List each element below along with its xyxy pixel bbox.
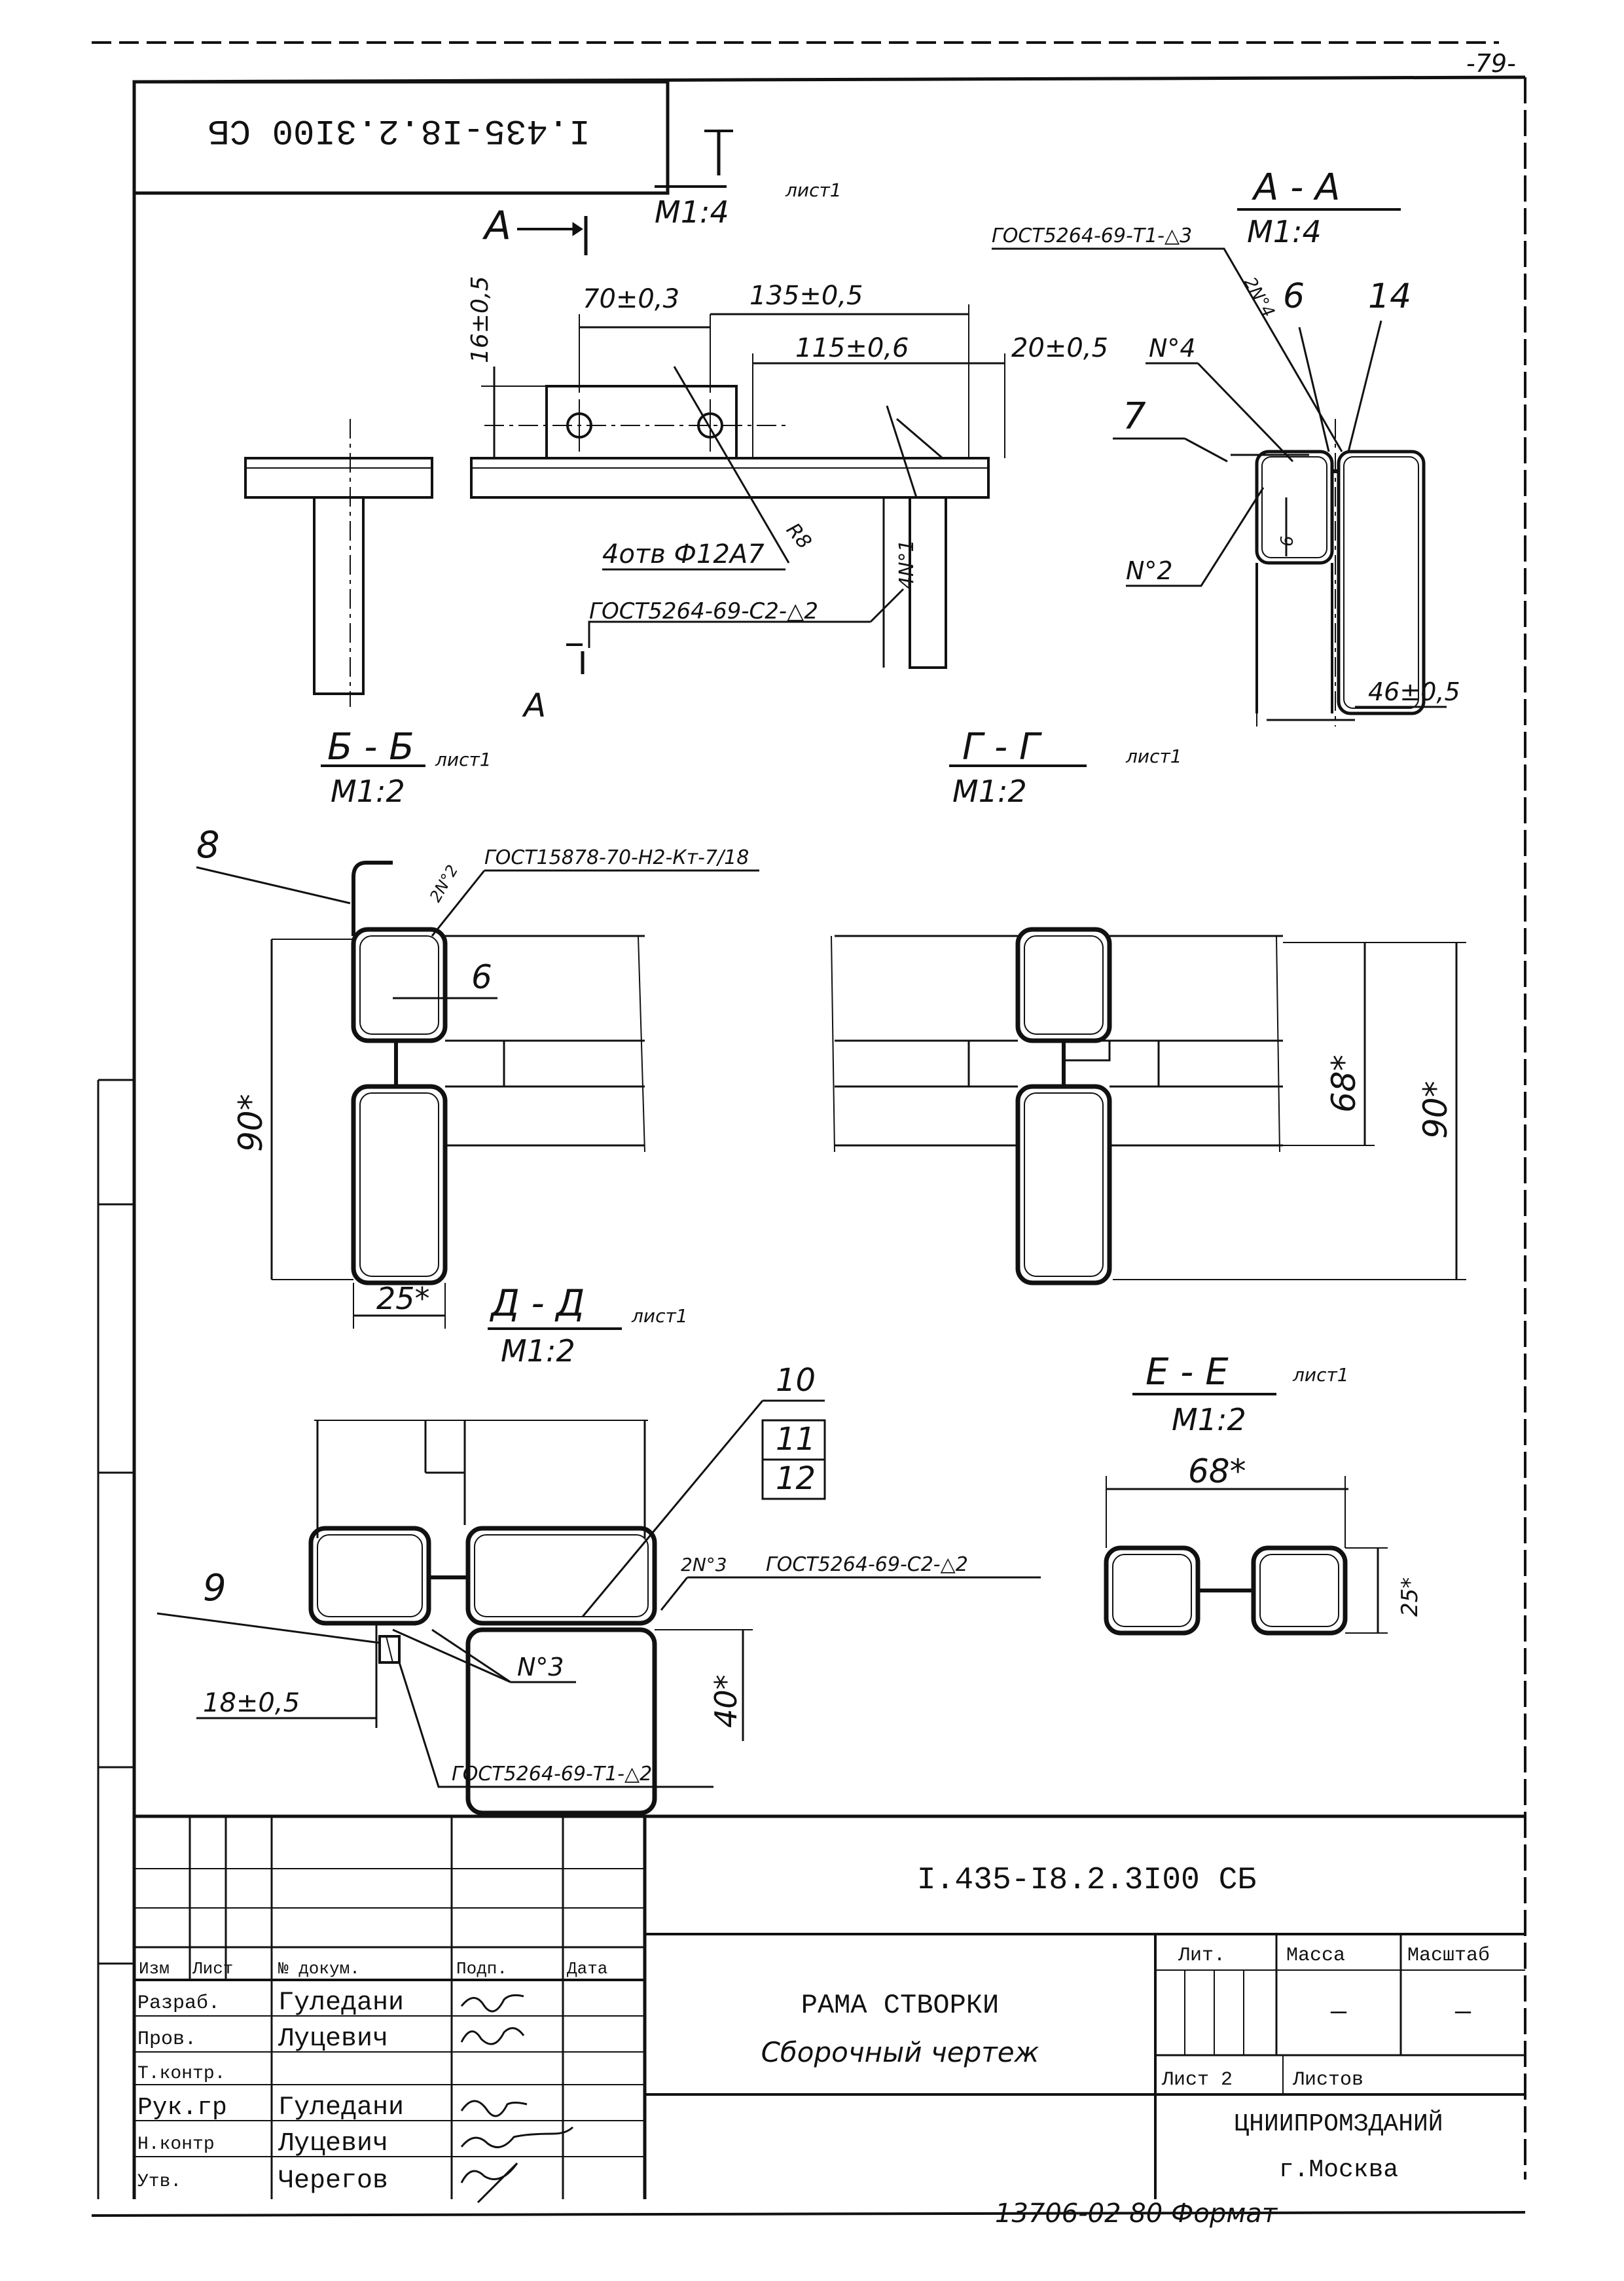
- view-GG-title: Г - Г: [962, 726, 1042, 768]
- dim-EE-25: 25*: [1397, 1577, 1423, 1617]
- view-DD-ref: лист1: [631, 1305, 688, 1327]
- pos-14: 14: [1368, 277, 1411, 316]
- pos-10: 10: [776, 1362, 816, 1399]
- title-block-code: I.435-I8.2.3I00 СБ: [917, 1863, 1256, 1898]
- view-BB-ref: лист1: [435, 749, 492, 770]
- dim-AA-6: 6: [1278, 535, 1297, 547]
- scale-label: Масштаб: [1407, 1945, 1490, 1967]
- dim-EE-68: 68*: [1188, 1452, 1246, 1490]
- arrow-A-top: А: [482, 203, 511, 249]
- footer-note: 13706-02 80 Формат: [995, 2199, 1278, 2229]
- view-I-ref: лист1: [785, 179, 842, 201]
- organization: ЦНИИПРОМЗДАНИЙ: [1234, 2109, 1443, 2138]
- view-AA-title: А - А: [1252, 166, 1340, 209]
- doc-type: Сборочный чертеж: [761, 2036, 1039, 2068]
- name-prov: Луцевич: [278, 2024, 388, 2054]
- role-rukgr: Рук.гр: [137, 2094, 227, 2122]
- top-stamp: I.435-I8.2.3I00 СБ: [132, 80, 670, 195]
- page-number: -79-: [1466, 49, 1516, 78]
- view-GG: [831, 764, 1466, 1285]
- city: г.Москва: [1279, 2156, 1398, 2184]
- pos-12: 12: [776, 1460, 816, 1497]
- dim-GG-90: 90*: [1416, 1081, 1454, 1139]
- weld-C2-view-I: ГОСТ5264-69-С2-△2: [589, 598, 818, 624]
- dim-GG-68: 68*: [1325, 1054, 1363, 1113]
- pos-8: 8: [196, 824, 220, 867]
- dim-BB-90: 90*: [232, 1094, 270, 1152]
- top-stamp-code: I.435-I8.2.3I00 СБ: [208, 110, 590, 150]
- dim-20: 20±0,5: [1011, 333, 1108, 363]
- sheets-label: Листов: [1292, 2069, 1363, 2091]
- view-DD-scale: М1:2: [501, 1333, 575, 1369]
- view-BB-scale: М1:2: [331, 774, 405, 809]
- view-AA: [992, 208, 1447, 727]
- dim-70: 70±0,3: [583, 284, 679, 314]
- radius-note: R8: [782, 519, 816, 554]
- pos-9: 9: [203, 1567, 226, 1609]
- view-AA-weld-count: 2N°4: [1240, 274, 1278, 321]
- dim-BB-6: 6: [471, 958, 492, 996]
- lit-label: Лит.: [1178, 1945, 1225, 1967]
- view-I: [244, 130, 1005, 707]
- name-utv: Черегов: [278, 2166, 388, 2196]
- arrow-A-bottom: А: [522, 687, 546, 725]
- part-name: РАМА СТВОРКИ: [801, 1990, 999, 2021]
- signatures: [460, 1994, 574, 2204]
- role-prov: Пров.: [137, 2028, 196, 2051]
- pos-11: 11: [776, 1421, 816, 1458]
- view-I-scale: М1:4: [655, 194, 729, 230]
- view-DD-weld: ГОСТ5264-69-С2-△2: [766, 1553, 968, 1576]
- name-rukgr: Гуледани: [278, 2093, 404, 2123]
- scale-value: —: [1454, 1998, 1471, 2028]
- hdr-izm: Изм: [139, 1959, 170, 1979]
- dim-135: 135±0,5: [749, 281, 863, 311]
- view-BB-weld-count: 2N°2: [426, 862, 461, 905]
- dim-16: 16±0,5: [467, 276, 494, 363]
- dim-40: 40*: [708, 1674, 744, 1728]
- ref-N2: N°2: [1126, 556, 1173, 585]
- view-GG-ref: лист1: [1125, 745, 1182, 767]
- sheet-number: Лист 2: [1161, 2069, 1233, 2091]
- name-razrab: Гуледани: [278, 1988, 404, 2018]
- hdr-podp: Подп.: [456, 1959, 507, 1979]
- ref-N3: N°3: [517, 1653, 564, 1681]
- ref-N4: N°4: [1149, 334, 1196, 363]
- mass-value: —: [1330, 1998, 1347, 2028]
- mass-label: Масса: [1286, 1945, 1345, 1967]
- role-utv: Утв.: [137, 2172, 181, 2192]
- view-GG-scale: М1:2: [952, 774, 1027, 809]
- view-AA-scale: М1:4: [1247, 214, 1322, 249]
- title-block: [134, 1814, 1525, 2199]
- view-EE: [1104, 1393, 1388, 1636]
- pos-6: 6: [1283, 277, 1305, 316]
- holes-note: 4отв Ф12А7: [602, 539, 765, 569]
- sheet-frame: [91, 41, 1526, 2217]
- view-DD-weld-count: 2N°3: [681, 1554, 727, 1575]
- hdr-doc: № докум.: [278, 1959, 360, 1979]
- view-BB-title: Б - Б: [327, 726, 414, 768]
- ref-4N1: 4N°1: [895, 539, 918, 589]
- view-DD-title: Д - Д: [489, 1282, 585, 1325]
- hdr-list: Лист: [192, 1959, 233, 1979]
- hdr-data: Дата: [567, 1959, 607, 1979]
- view-EE-ref: лист1: [1292, 1364, 1349, 1386]
- role-nkontr: Н.контр: [137, 2134, 215, 2155]
- pos-7: 7: [1123, 395, 1146, 438]
- view-BB-weld: ГОСТ15878-70-Н2-Кт-7/18: [484, 846, 749, 869]
- dim-115: 115±0,6: [795, 333, 909, 363]
- view-AA-weld: ГОСТ5264-69-Т1-△3: [992, 225, 1192, 247]
- view-EE-title: Е - Е: [1146, 1351, 1229, 1393]
- view-DD-weld-2: ГОСТ5264-69-Т1-△2: [452, 1763, 652, 1786]
- view-DD: [156, 1327, 1041, 1816]
- view-EE-scale: М1:2: [1172, 1402, 1246, 1437]
- dim-18: 18±0,5: [203, 1688, 300, 1718]
- view-BB: [196, 764, 759, 1329]
- role-razrab: Разраб.: [137, 1992, 220, 2015]
- name-nkontr: Луцевич: [278, 2129, 388, 2159]
- role-tkontr: Т.контр.: [137, 2064, 225, 2084]
- dim-46: 46±0,5: [1368, 677, 1460, 706]
- dim-BB-25: 25*: [376, 1281, 430, 1316]
